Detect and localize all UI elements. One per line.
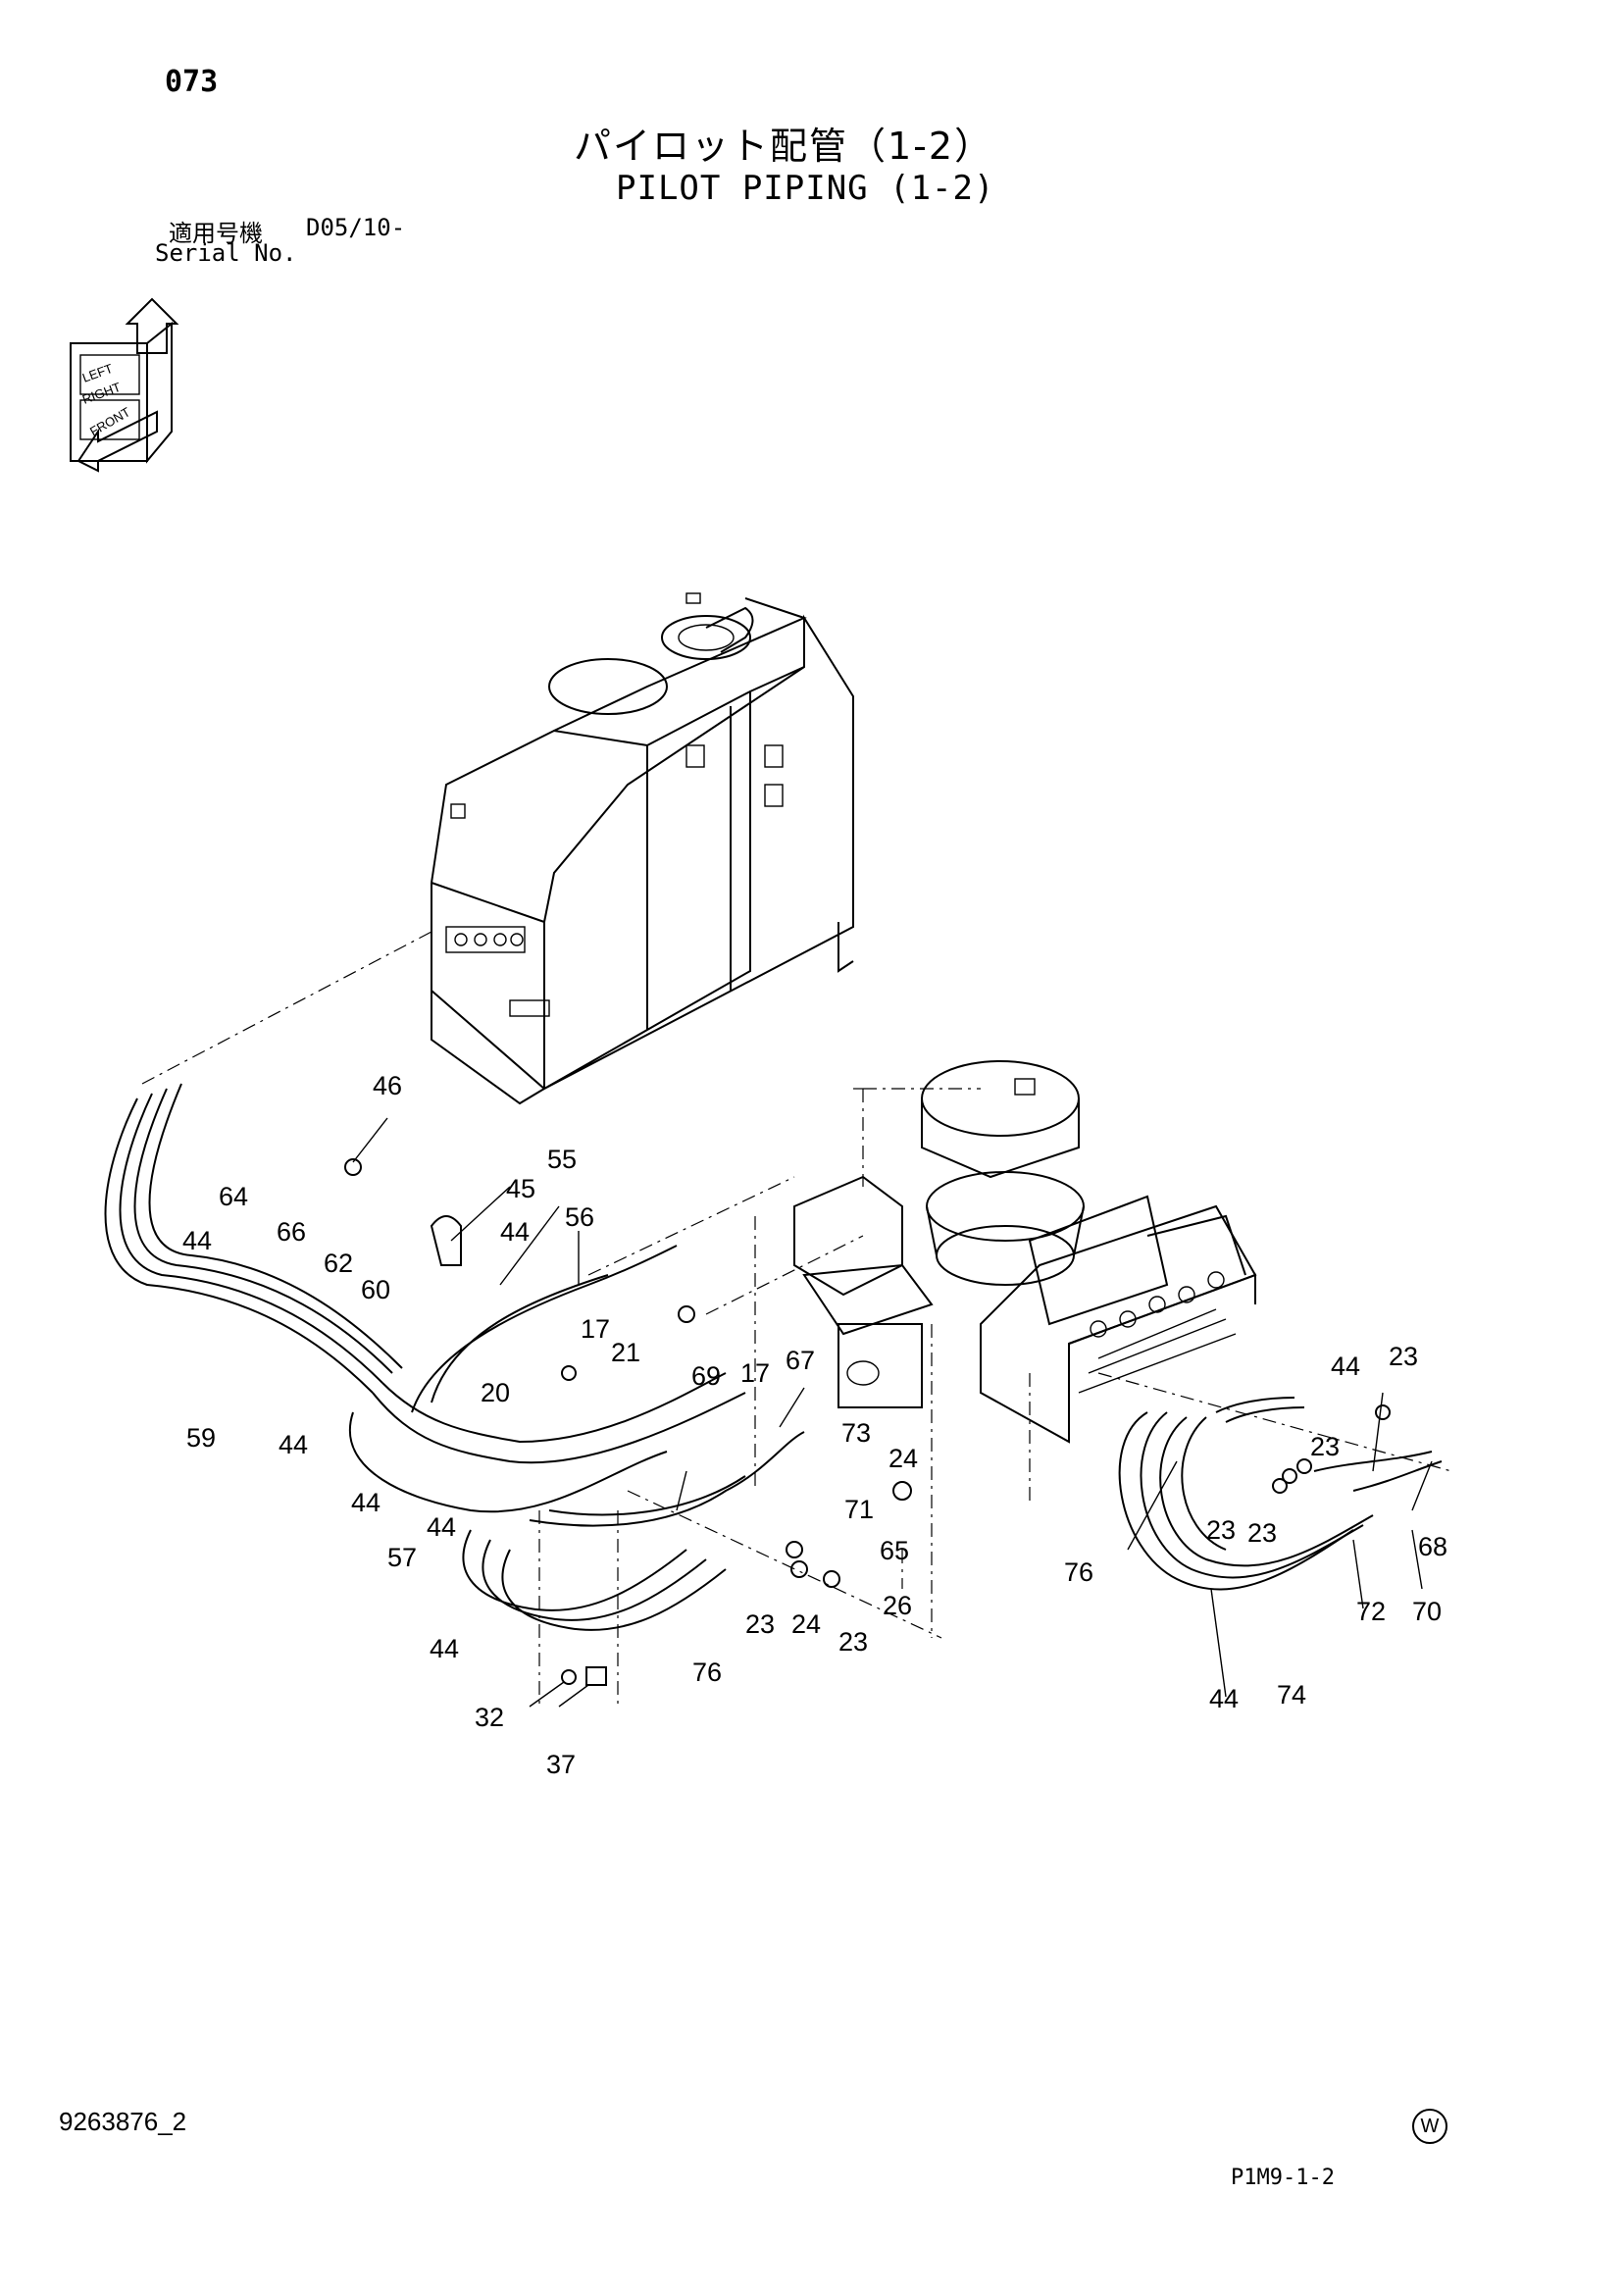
page-number: 073: [165, 65, 219, 99]
callout-44-c: 44: [279, 1430, 308, 1459]
callout-44-a: 44: [182, 1226, 212, 1255]
callout-23-c: 23: [1389, 1342, 1418, 1371]
orientation-label-front: FRONT: [87, 404, 132, 438]
orientation-icon: LEFT RIGHT FRONT: [70, 297, 179, 473]
leader-lines: [141, 931, 1452, 1707]
fittings: [344, 1158, 1391, 1686]
callout-74: 74: [1277, 1680, 1306, 1709]
callout-44-g: 44: [1331, 1352, 1360, 1381]
callout-23-f: 23: [1247, 1518, 1277, 1548]
callout-66: 66: [277, 1217, 306, 1247]
pipe-bundles: [104, 1083, 1443, 1631]
callout-24-a: 24: [888, 1444, 918, 1473]
reference-code: P1M9-1-2: [1231, 2166, 1335, 2190]
hydraulic-tank: [431, 592, 854, 1105]
callout-59: 59: [186, 1423, 216, 1453]
serial-label-english: Serial No.: [155, 239, 297, 267]
callout-71: 71: [844, 1495, 874, 1524]
callout-32: 32: [475, 1703, 504, 1732]
callout-44-h: 44: [1209, 1684, 1239, 1713]
callout-37: 37: [546, 1750, 576, 1779]
callout-73: 73: [841, 1418, 871, 1448]
swing-motor: [921, 1060, 1085, 1286]
document-number: 9263876_2: [59, 2107, 187, 2136]
callout-55: 55: [547, 1145, 577, 1174]
callout-24-b: 24: [791, 1609, 821, 1639]
callout-72: 72: [1356, 1597, 1386, 1626]
callout-44-f: 44: [430, 1634, 459, 1663]
callout-76-a: 76: [692, 1658, 722, 1687]
callout-23-b: 23: [838, 1627, 868, 1657]
page-title-japanese: パイロット配管（1-2）: [574, 125, 994, 168]
page-title-english: PILOT PIPING (1-2): [616, 169, 995, 208]
callout-17-a: 17: [581, 1314, 610, 1344]
callout-23-a: 23: [745, 1609, 775, 1639]
callout-45: 45: [506, 1174, 535, 1203]
callout-60: 60: [361, 1275, 390, 1304]
callout-44-d: 44: [351, 1488, 381, 1517]
serial-code: D05/10-: [306, 214, 406, 241]
callout-44-b: 44: [500, 1217, 530, 1247]
callout-76-b: 76: [1064, 1557, 1093, 1587]
callout-62: 62: [324, 1249, 353, 1278]
callout-70: 70: [1412, 1597, 1442, 1626]
callout-23-e: 23: [1206, 1515, 1236, 1545]
callout-57: 57: [387, 1543, 417, 1572]
callout-56: 56: [565, 1202, 594, 1232]
callout-67: 67: [786, 1346, 815, 1375]
callout-20: 20: [481, 1378, 510, 1407]
control-valve: [980, 1195, 1257, 1444]
callout-leaders: [352, 1117, 1433, 1708]
callout-17-b: 17: [740, 1358, 770, 1388]
callout-46: 46: [373, 1071, 402, 1100]
callout-23-d: 23: [1310, 1432, 1340, 1461]
callout-44-e: 44: [427, 1512, 456, 1542]
serial-label-japanese: 適用号機: [169, 220, 263, 247]
callout-labels: 46 45 55 56 64 44 66 44 62 60 17 21 17 6…: [182, 1071, 1447, 1779]
callout-64: 64: [219, 1182, 248, 1211]
callout-69: 69: [691, 1361, 721, 1391]
w-mark: W: [1412, 2109, 1447, 2144]
callout-26: 26: [883, 1591, 912, 1620]
callout-21: 21: [611, 1338, 640, 1367]
callout-65: 65: [880, 1536, 909, 1565]
callout-68: 68: [1418, 1532, 1447, 1561]
